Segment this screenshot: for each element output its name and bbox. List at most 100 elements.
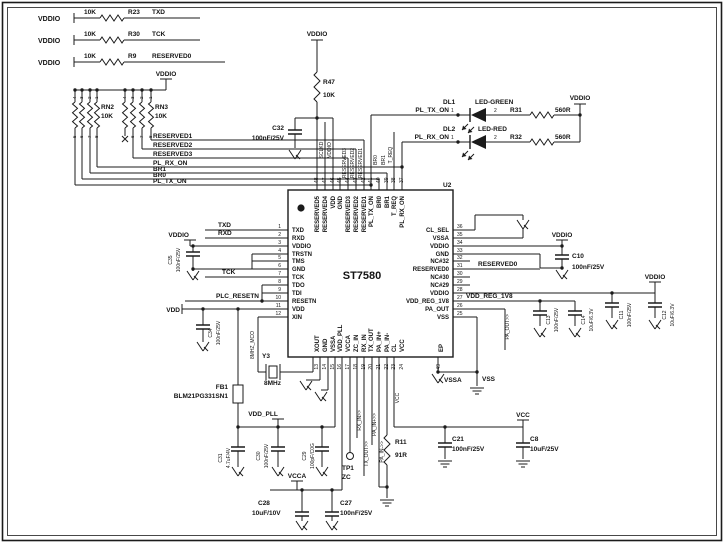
led-pin1: 1 <box>451 135 454 141</box>
wires <box>73 13 661 521</box>
rail-label: VDDIO <box>38 38 61 45</box>
resistor-value: 10K <box>84 9 96 16</box>
rn3-ref: RN3 <box>155 104 168 111</box>
pin-number: 46 <box>330 177 336 183</box>
pin-number: 12 <box>275 311 281 317</box>
net-label-pl-tx-on1: PL_TX_ON <box>415 107 449 114</box>
led-dl1-icon <box>461 108 486 134</box>
cap-ref: C30 <box>256 451 262 460</box>
pin-name: VSSA <box>331 335 337 352</box>
cap-value: 10uF/6.3V <box>589 308 595 332</box>
pin-number: 42 <box>361 177 367 183</box>
pin-number: 32 <box>457 255 463 261</box>
pin-name: RESERVED0 <box>413 267 450 273</box>
rn-pin: 6 <box>79 135 84 138</box>
pin-number: 33 <box>457 248 463 254</box>
rail-label-vcca: VCCA <box>288 473 307 480</box>
pin-name: GND <box>323 338 329 352</box>
cap-value: 10uF/10V <box>252 510 281 517</box>
resistor-ref: R47 <box>323 79 335 86</box>
rn-pin: 4 <box>122 96 127 99</box>
pin-name: TDO <box>292 283 305 289</box>
led-ref-dl1: DL1 <box>443 99 456 106</box>
pin-name: TCK <box>292 275 305 281</box>
pin-number-ep: 49 <box>436 364 442 370</box>
pin-number: 26 <box>457 303 463 309</box>
cap-ref: C35 <box>168 255 174 264</box>
resistor-ref: R11 <box>395 439 407 446</box>
net-label-t-req: T_REQ <box>388 147 394 164</box>
crystal-ref: Y3 <box>262 353 270 360</box>
pin-number: 5 <box>278 255 281 261</box>
pin-name: NC#30 <box>430 275 449 281</box>
cap-value: 4.7uF/4V <box>226 447 232 468</box>
cap-value: 100nF/25V <box>627 302 633 327</box>
net-label-tck: TCK <box>152 31 166 38</box>
pin-name: RESERVED2 <box>354 195 360 232</box>
pin-name: VDDIO <box>292 244 311 250</box>
cap-value: 100nF/25V <box>340 510 373 517</box>
pin-name: RXD <box>292 236 305 242</box>
net-label-br0: BR0 <box>153 172 166 179</box>
resistor-value: 560R <box>555 134 571 141</box>
rn2-ref: RN2 <box>101 104 114 111</box>
pin-number: 3 <box>278 240 281 246</box>
cap-value: 100nF/25V <box>216 320 222 345</box>
pin-number: 29 <box>457 279 463 285</box>
pin-number: 39 <box>384 177 390 183</box>
rn3-value: 10K <box>155 113 167 120</box>
rail-label-vddio: VDDIO <box>645 274 666 281</box>
resistor-ref: R9 <box>128 53 137 60</box>
pin-name: GND <box>436 252 450 258</box>
pin-number: 44 <box>345 177 351 183</box>
earth-ground-symbols <box>380 387 530 507</box>
ferrite-part: BLM21PG331SN1 <box>174 393 229 400</box>
pin-name: CL <box>392 344 398 352</box>
rail-label: VDDIO <box>38 16 61 23</box>
signal-label-tx-out: TX_OUT>> <box>364 441 370 467</box>
cap-ref: C11 <box>619 310 625 319</box>
pin-name: BR0 <box>377 195 383 208</box>
testpoint-net: ZC <box>342 474 351 481</box>
pin-number: 15 <box>330 364 336 370</box>
signal-label-pa-in-plus: PA_IN+>> <box>372 413 378 436</box>
cap-ref: C31 <box>218 453 224 462</box>
net-label-reserved2-vert: RESERVED2 <box>350 148 356 178</box>
resistor-ref: R31 <box>510 107 522 114</box>
led-pin2: 2 <box>494 108 497 114</box>
ferrite-bead-icon <box>232 384 244 404</box>
led-type-green: LED-GREEN <box>475 99 514 106</box>
cap-ref: C28 <box>258 500 270 507</box>
resistor-value: 10K <box>84 53 96 60</box>
rail-label: VDDIO <box>156 71 177 78</box>
crystal-body <box>268 365 278 379</box>
cap-value: 10uF/25V <box>530 446 559 453</box>
pin-number: 35 <box>457 232 463 238</box>
pin-name: VDD_REG_1V8 <box>406 299 450 305</box>
pin-name: ZC_IN <box>354 335 360 352</box>
pin-name: PL_RX_ON <box>400 196 406 228</box>
cap-ref: C12 <box>662 310 668 319</box>
rail-label-vcc: VCC <box>516 412 530 419</box>
ic-refdes: U2 <box>443 182 452 189</box>
pin-name: TDI <box>292 291 302 297</box>
pin-name: VSS <box>437 315 449 321</box>
net-label-8mhz-mco: 8MHZ_MCO <box>250 331 256 359</box>
rail-label-vdd-pll: VDD_PLL <box>248 411 278 418</box>
pin-number: 21 <box>376 364 382 370</box>
net-label-rxd: RXD <box>218 230 232 237</box>
pin-number: 22 <box>384 364 390 370</box>
net-label-reserved0: RESERVED0 <box>478 261 518 268</box>
cap-ref: C34 <box>208 328 214 337</box>
pin-name: BR1 <box>385 195 391 208</box>
pin-number: 19 <box>361 364 367 370</box>
signal-label-rx-in: RX_IN>> <box>357 410 363 431</box>
pin-name: CL_SEL <box>426 228 449 234</box>
net-label-br1: BR1 <box>153 166 166 173</box>
rn2-value: 10K <box>101 113 113 120</box>
pin-number: 24 <box>399 364 405 370</box>
net-label-reserved2: RESERVED2 <box>153 142 193 149</box>
net-label-reserved3: RESERVED3 <box>153 151 193 158</box>
net-label-vcc-vert: VCC <box>395 392 401 403</box>
